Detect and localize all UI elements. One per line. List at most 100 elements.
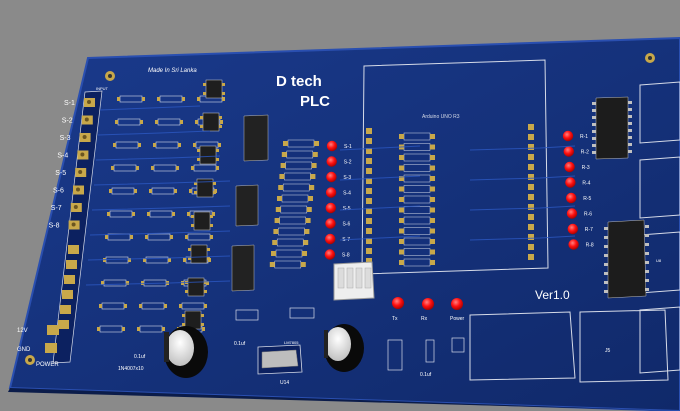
header-pin	[366, 248, 372, 254]
optocoupler-ic	[193, 211, 211, 231]
input-terminal-hole	[80, 152, 85, 157]
smd-pad	[136, 166, 139, 170]
optocoupler-ic	[199, 145, 217, 165]
ic-pin	[197, 149, 200, 152]
header-pin	[528, 154, 534, 160]
smd-pad	[399, 239, 404, 244]
smd-pad	[143, 258, 146, 262]
smd-pad	[430, 165, 435, 171]
smd-pad	[191, 166, 194, 170]
input-terminal-hole	[87, 100, 91, 104]
smd-pad	[310, 174, 316, 179]
smd-pad	[430, 176, 435, 181]
smd-pad	[138, 143, 141, 147]
smd-pad	[107, 212, 110, 216]
header-pin	[528, 224, 534, 230]
header-pin	[528, 234, 534, 240]
smd-pad	[399, 176, 404, 181]
input-terminal-hole	[78, 170, 83, 174]
ic-pin	[645, 252, 649, 255]
smd-pad	[187, 212, 190, 216]
smd-pad	[279, 174, 285, 179]
output-led	[566, 192, 577, 204]
pcb-traces	[85, 105, 576, 286]
resistor	[286, 150, 314, 159]
optocoupler-ic	[196, 178, 214, 198]
resistor	[274, 260, 302, 269]
version-label: Ver1.0	[535, 288, 570, 302]
header-pin	[528, 134, 534, 140]
smd-pad	[97, 327, 100, 331]
header-pin	[366, 128, 372, 134]
smd-pad	[113, 143, 116, 147]
jst-connector	[333, 261, 375, 301]
input-label: S-7	[51, 205, 62, 212]
input-labels: S-1S-2S-3S-4S-5S-6S-7S-8	[49, 100, 75, 230]
output-led-label: R-4	[582, 181, 590, 187]
resistor	[282, 183, 310, 192]
header-pin	[366, 258, 372, 264]
smd-pad	[272, 240, 278, 245]
ic-chips-left	[231, 114, 269, 292]
resistor	[403, 216, 431, 225]
electrolytic-capacitors	[164, 324, 364, 378]
mid-led	[326, 171, 337, 183]
smd-pad	[399, 197, 404, 202]
resistor	[276, 238, 304, 247]
ic-pin	[213, 191, 216, 194]
header-pin	[528, 244, 534, 250]
output-led	[563, 146, 574, 157]
ic-pin	[203, 92, 206, 95]
ic-pin	[219, 125, 222, 128]
output-led-label: R-8	[586, 243, 594, 249]
ic-pin	[201, 314, 204, 317]
smd-pad	[311, 163, 317, 168]
header-pin	[528, 164, 534, 170]
mid-led-label: S-5	[343, 206, 351, 212]
smd-pad	[216, 166, 219, 170]
smd-pad	[101, 281, 104, 285]
header-pin	[366, 168, 372, 174]
ic-pin	[592, 130, 596, 133]
smd-pad	[153, 143, 156, 147]
ic-pin	[200, 125, 203, 128]
ic-pin	[188, 257, 191, 260]
smd-pad	[430, 260, 435, 265]
optocoupler-ic	[205, 79, 223, 99]
smd-pad	[305, 218, 311, 223]
smd-pad	[147, 212, 150, 216]
ic-pin	[592, 151, 596, 154]
regulator-part: LM7805	[284, 340, 299, 345]
smd-pad	[399, 207, 404, 213]
output-led-label: R-3	[582, 165, 590, 171]
u8-label: U8	[656, 258, 662, 263]
mid-led-label: S-1	[344, 144, 352, 150]
pcb-edge	[8, 388, 680, 411]
smd-pad	[164, 304, 167, 308]
smd-pad	[303, 240, 309, 245]
ic-pin	[592, 116, 596, 119]
ic-pin	[204, 281, 207, 284]
smd-pad	[277, 196, 282, 201]
smd-pad	[126, 281, 129, 285]
power-label: POWER	[36, 362, 59, 368]
ic-pin	[191, 215, 194, 218]
header-pin	[366, 208, 372, 214]
ic-pin	[604, 227, 608, 230]
smd-pad	[195, 120, 198, 124]
board-title-line1: D tech	[276, 73, 322, 90]
ic-pin	[592, 144, 596, 147]
mid-led	[326, 156, 337, 167]
resistor	[281, 194, 309, 203]
ic-pin	[604, 272, 608, 275]
smd-pad	[275, 207, 281, 212]
ic-pin	[645, 243, 649, 246]
resistor	[403, 237, 431, 246]
ic-pin	[182, 314, 185, 317]
smd-pad	[168, 258, 171, 262]
resistor	[403, 132, 431, 141]
header-pin	[528, 174, 534, 180]
smd-pad	[141, 281, 144, 285]
smd-pad	[280, 163, 286, 168]
ic-pin	[628, 115, 632, 118]
